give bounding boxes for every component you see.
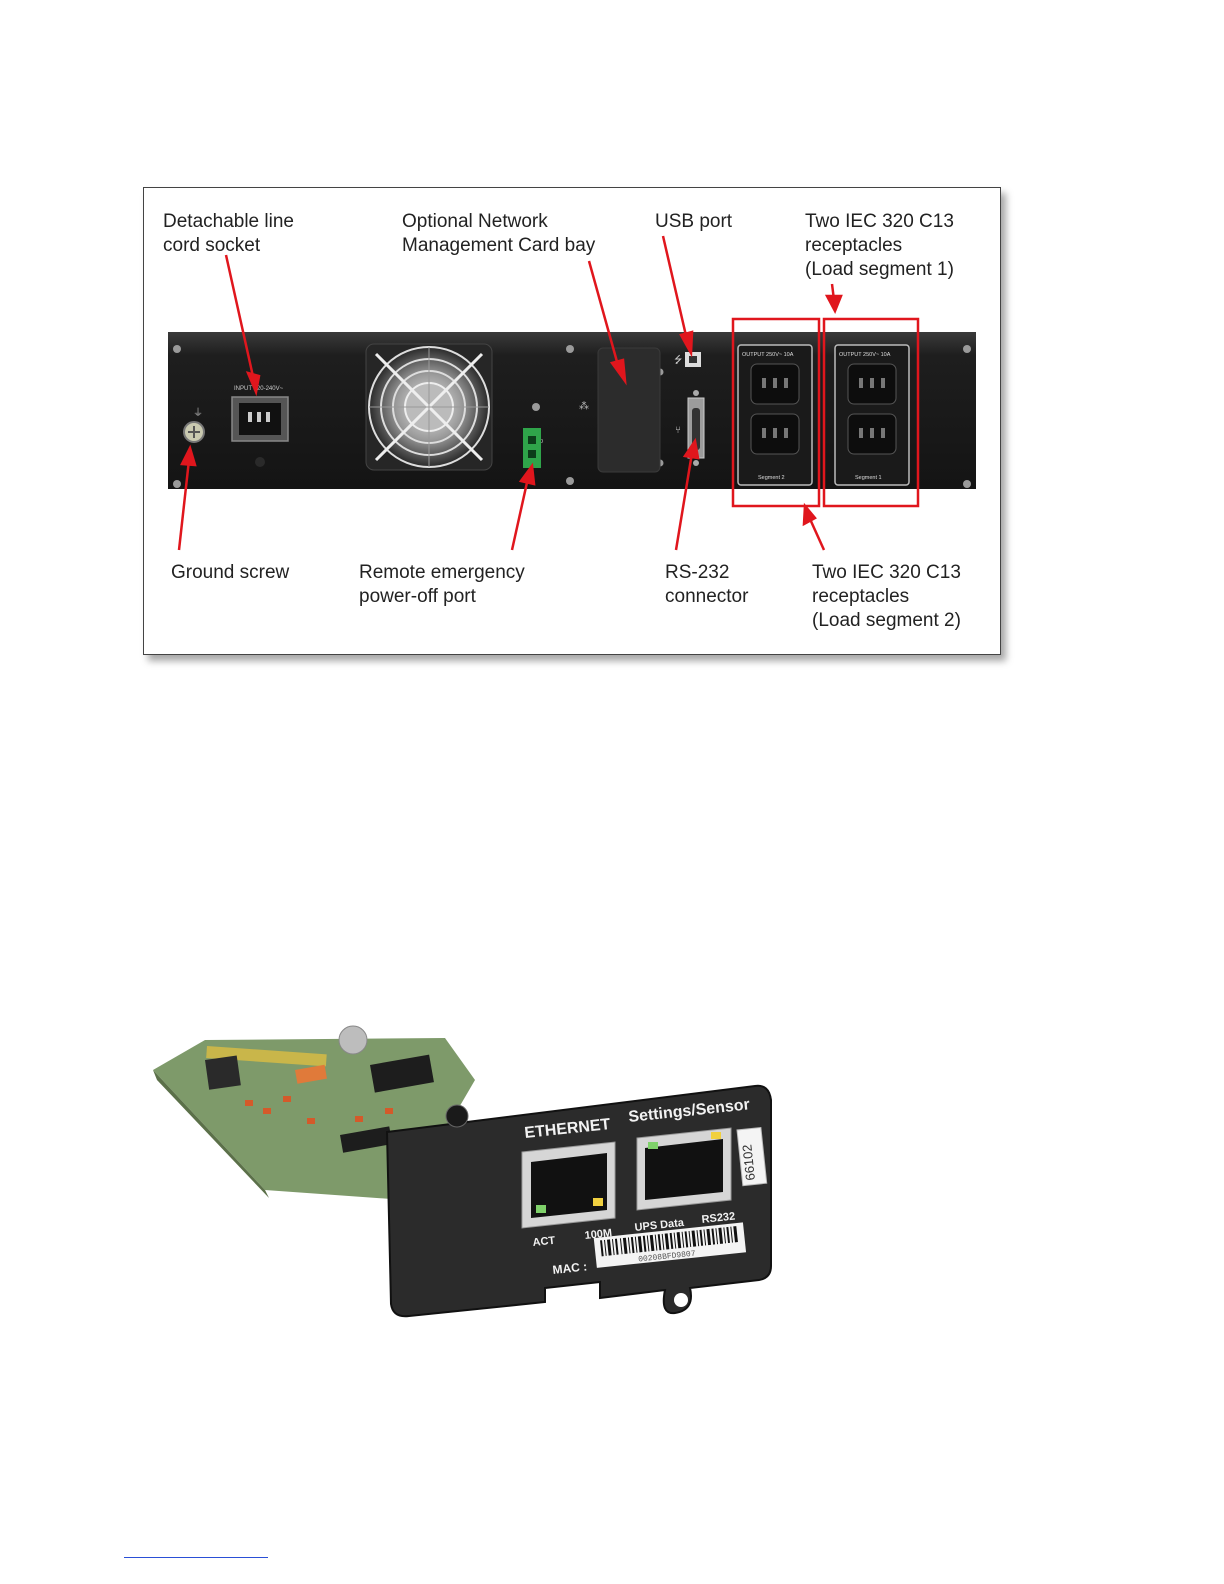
ups-rear-panel-figure: Detachable line cord socket Optional Net… — [143, 187, 1001, 655]
mac-barcode-sticker: 00208BFD9807 — [593, 1222, 747, 1268]
input-rating-text: INPUT 220-240V~ — [234, 386, 284, 392]
sticker-number: 66102 — [739, 1144, 758, 1182]
label-ground-screw: Ground screw — [171, 562, 290, 583]
label-usb-port: USB port — [655, 211, 733, 232]
svg-text:⏚: ⏚ — [193, 407, 203, 419]
act-label: ACT — [532, 1235, 556, 1249]
serial-sticker: 66102 — [736, 1126, 768, 1187]
settings-sensor-rj45-port — [636, 1127, 732, 1211]
svg-text:⭍: ⭍ — [674, 354, 682, 366]
segment-text-b: Segment 1 — [855, 475, 882, 481]
svg-text:⁂: ⁂ — [579, 400, 589, 412]
annotation-arrows — [177, 235, 843, 551]
nmc-bay-cover — [597, 347, 661, 473]
label-repo-port: Remote emergency power-off port — [359, 562, 525, 607]
footnote-separator — [124, 1557, 268, 1558]
ethernet-rj45-port — [521, 1141, 616, 1229]
network-management-card-figure: ETHERNET Settings/Sensor ACT 100M UPS Da… — [153, 1025, 772, 1318]
svg-text:⑂: ⑂ — [675, 425, 681, 436]
label-rs232-connector: RS-232 connector — [665, 562, 749, 607]
mac-label: MAC : — [552, 1259, 588, 1277]
ups-rear-panel-drawing: ⏚ INPUT 220-240V~ REPO ⁂ ⭍ — [168, 235, 976, 551]
output-rating-text-b: OUTPUT 250V~ 10A — [839, 352, 891, 358]
rs232-label: RS232 — [701, 1211, 736, 1226]
repo-terminal-icon — [523, 428, 541, 468]
highlight-box-segment-2 — [731, 317, 821, 508]
label-line-cord-socket: Detachable line cord socket — [163, 211, 294, 256]
label-nmc-bay: Optional Network Management Card bay — [402, 211, 596, 256]
ups-data-label: UPS Data — [634, 1217, 685, 1234]
label-load-segment-1: Two IEC 320 C13 receptacles (Load segmen… — [805, 211, 954, 280]
highlight-box-segment-1 — [822, 317, 920, 508]
output-rating-text-a: OUTPUT 250V~ 10A — [742, 352, 794, 358]
label-load-segment-2: Two IEC 320 C13 receptacles (Load segmen… — [812, 562, 961, 631]
segment-text-a: Segment 2 — [758, 475, 785, 481]
cooling-fan-icon — [365, 343, 493, 471]
outlet-group-segment-2: OUTPUT 250V~ 10A Segment 2 — [737, 344, 813, 486]
outlet-group-segment-1: OUTPUT 250V~ 10A Segment 1 — [834, 344, 910, 486]
